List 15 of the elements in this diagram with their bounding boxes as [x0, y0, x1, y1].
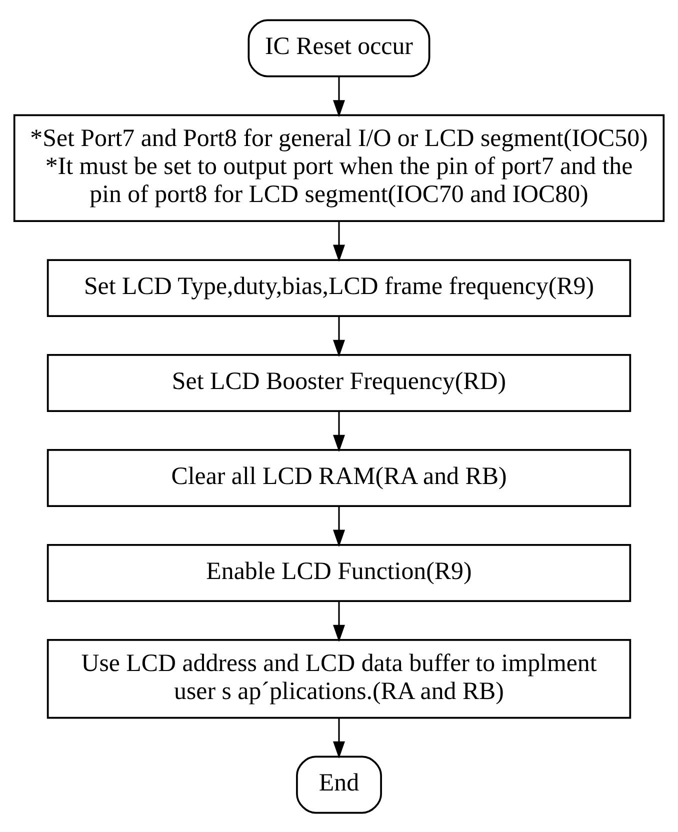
- node-box: Set LCD Booster Frequency(RD): [46, 354, 632, 412]
- node-box: IC Reset occur: [248, 18, 430, 77]
- node-box: *Set Port7 and Port8 for general I/O or LCD segment(IOC50) *It must be set to output port when the pin of port7 and the pin of port8 for LCD segment(IOC70 and IOC80): [13, 114, 665, 222]
- arrow: [333, 506, 345, 546]
- node-box: Enable LCD Function(R9): [46, 544, 632, 602]
- arrow: [333, 76, 345, 117]
- arrow: [333, 601, 345, 642]
- arrow: [333, 410, 345, 452]
- node-box: Clear all LCD RAM(RA and RB): [46, 448, 632, 506]
- node-box: End: [296, 755, 382, 814]
- node-box: Use LCD address and LCD data buffer to implment user s ap´plications.(RA and RB): [46, 638, 632, 718]
- arrow: [333, 316, 345, 356]
- node-box: Set LCD Type,duty,bias,LCD frame frequency(R9): [46, 258, 632, 316]
- arrow: [333, 718, 345, 758]
- arrow: [333, 220, 345, 262]
